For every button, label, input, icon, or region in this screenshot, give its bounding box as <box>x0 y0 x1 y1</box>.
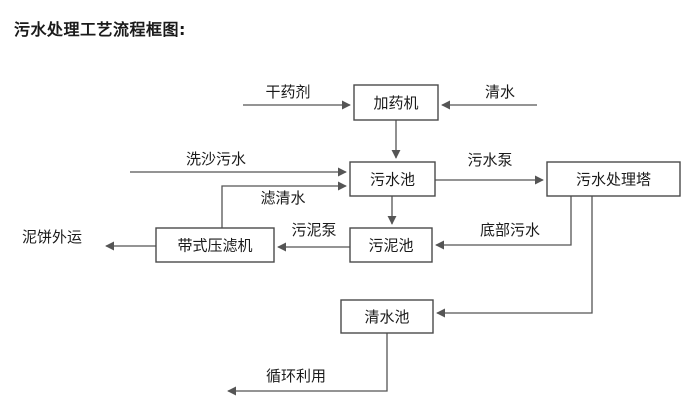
edge-bottom-sewage: 底部污水 <box>435 196 572 250</box>
node-box-dosing-machine[interactable] <box>353 84 439 121</box>
node-belt-filter-press[interactable]: 带式压滤机 <box>155 227 275 263</box>
node-label-sludge-pool: 污泥池 <box>368 237 413 255</box>
node-dosing-machine[interactable]: 加药机 <box>353 84 439 121</box>
edge-recycle-reuse: 循环利用 <box>227 333 388 396</box>
node-label-belt-filter-press: 带式压滤机 <box>177 237 252 255</box>
edge-dry-reagent: 干药剂 <box>243 83 351 110</box>
node-label-clear-water-pool: 清水池 <box>364 308 409 326</box>
page-title: 污水处理工艺流程框图: <box>14 20 186 39</box>
edge-label-filtered-water: 滤清水 <box>260 189 305 207</box>
edge-mud-cake-out: 泥饼外运 <box>22 228 156 251</box>
node-box-sludge-pool[interactable] <box>349 227 433 263</box>
edge-line-tower-to-clear <box>436 196 593 318</box>
edge-sand-wash-water: 洗沙污水 <box>130 150 347 177</box>
edge-label-mud-cake-out: 泥饼外运 <box>22 228 82 246</box>
node-wastewater-pool[interactable]: 污水池 <box>349 161 436 197</box>
edge-line-recycle-reuse <box>227 333 388 396</box>
node-clear-water-pool[interactable]: 清水池 <box>340 299 434 334</box>
node-treatment-tower[interactable]: 污水处理塔 <box>546 161 681 197</box>
edge-label-sewage-pump: 污水泵 <box>467 151 512 169</box>
edge-label-sludge-pump: 污泥泵 <box>291 221 336 239</box>
edge-sewage-pump: 污水泵 <box>435 151 544 185</box>
edge-label-dry-reagent: 干药剂 <box>265 83 310 101</box>
edge-line-filtered-water <box>221 181 347 228</box>
edge-label-recycle-reuse: 循环利用 <box>266 367 326 385</box>
edge-label-clean-water-in: 清水 <box>485 83 515 101</box>
edge-label-bottom-sewage: 底部污水 <box>480 221 540 239</box>
edge-line-bottom-sewage <box>435 196 572 250</box>
node-sludge-pool[interactable]: 污泥池 <box>349 227 433 263</box>
node-box-belt-filter-press[interactable] <box>155 227 275 263</box>
edge-tower-to-clear-water-pool <box>436 196 593 318</box>
node-label-dosing-machine: 加药机 <box>373 94 418 112</box>
edge-filtered-water: 滤清水 <box>221 181 347 228</box>
edge-sludge-pump: 污泥泵 <box>277 221 350 252</box>
node-box-wastewater-pool[interactable] <box>349 161 436 197</box>
node-label-wastewater-pool: 污水池 <box>370 171 415 189</box>
node-box-treatment-tower[interactable] <box>546 161 681 197</box>
node-label-treatment-tower: 污水处理塔 <box>576 171 651 189</box>
edge-label-sand-wash-water: 洗沙污水 <box>186 150 246 168</box>
node-box-clear-water-pool[interactable] <box>340 299 434 334</box>
edge-clean-water-in: 清水 <box>441 83 537 110</box>
